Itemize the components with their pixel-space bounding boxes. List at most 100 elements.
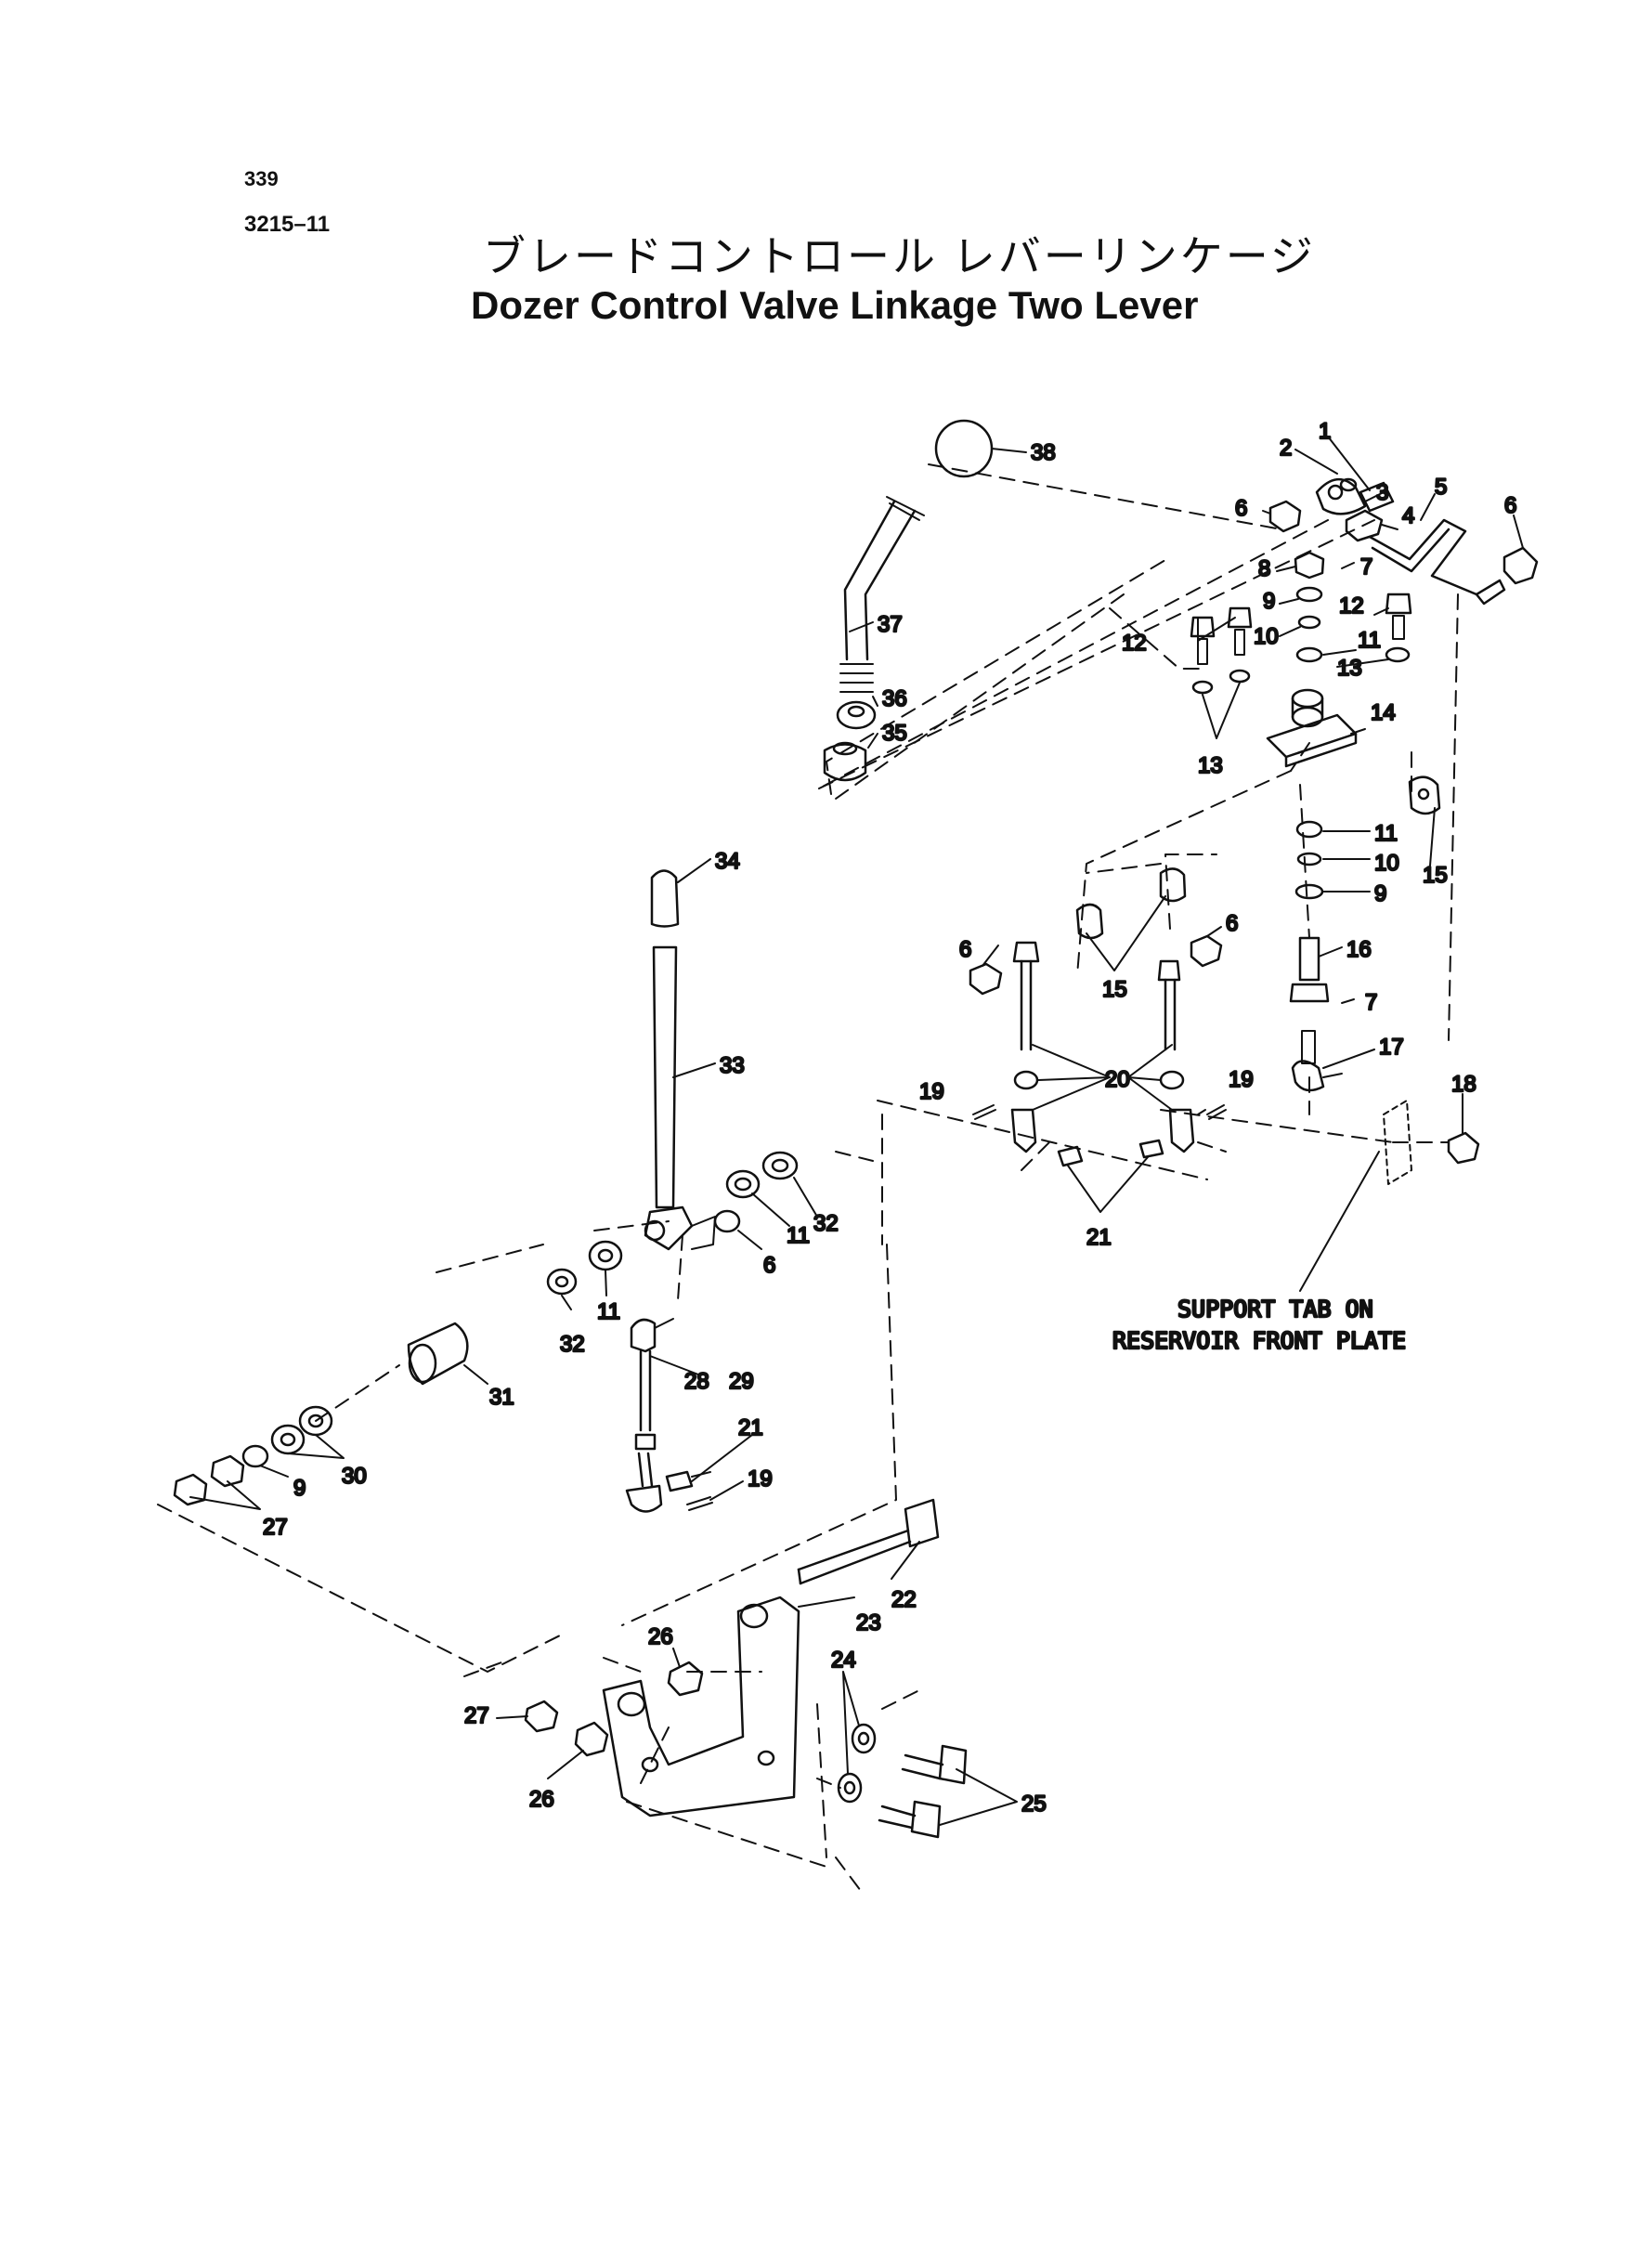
callout-9-right: 9: [1374, 881, 1386, 906]
support-tab: [1383, 1100, 1412, 1185]
callout-12-right: 12: [1339, 593, 1364, 619]
leader-lines: [189, 436, 1524, 1826]
callout-36: 36: [882, 686, 907, 711]
callout-4: 4: [1402, 503, 1414, 528]
callout-33: 33: [720, 1053, 745, 1078]
pins-21-right: [1057, 1139, 1164, 1167]
callout-25: 25: [1021, 1791, 1047, 1817]
washer-2: [1339, 477, 1358, 492]
cotter-19-right: [1206, 1104, 1227, 1120]
nut-6-mid-left: [969, 962, 1003, 996]
callout-32-upper: 32: [813, 1211, 839, 1236]
callout-20: 20: [1105, 1067, 1130, 1092]
support-tab-leader: [1299, 1151, 1380, 1292]
page-number: 339: [244, 167, 279, 190]
nut-36: [836, 700, 877, 730]
rod-5: [1368, 518, 1506, 606]
callout-26-upper: 26: [648, 1624, 673, 1649]
bolt-12-right: [1385, 593, 1412, 640]
clevis-right: [1168, 1108, 1195, 1153]
tube-31: [407, 1322, 469, 1386]
washer-9-left: [241, 1444, 269, 1468]
callout-38: 38: [1031, 440, 1056, 465]
washer-9-right: [1294, 883, 1324, 900]
callout-27-left: 27: [263, 1515, 288, 1540]
callout-11-upper: 11: [787, 1223, 810, 1248]
callout-15-right: 15: [1423, 863, 1448, 888]
washer-13-a: [1191, 680, 1214, 695]
rod-end-15-right: [1408, 775, 1441, 815]
callout-11-lower: 11: [597, 1299, 620, 1324]
callout-9-top: 9: [1263, 589, 1275, 614]
callout-22: 22: [891, 1587, 917, 1612]
callout-11-right: 11: [1374, 821, 1398, 846]
callout-19-right: 19: [1229, 1067, 1254, 1092]
nut-6-mid-right: [1190, 934, 1223, 968]
lever-33: [644, 945, 716, 1251]
assembly-guide-lines: [157, 463, 1459, 1896]
nut-8: [1294, 551, 1325, 580]
callout-12-left: 12: [1122, 631, 1147, 656]
bolt-22: [797, 1498, 940, 1585]
callout-26-lower: 26: [529, 1787, 554, 1812]
bolt-12-left: [1190, 616, 1216, 665]
callout-16: 16: [1346, 937, 1372, 962]
nut-26-upper: [667, 1661, 704, 1697]
callout-30: 30: [342, 1464, 367, 1489]
callout-6-top-right: 6: [1504, 493, 1516, 518]
pin-7-top: [1341, 562, 1355, 569]
document-number: 3215–11: [244, 212, 331, 237]
bushings-30: [270, 1405, 333, 1455]
rod-20-left: [1012, 941, 1040, 1090]
grip-34: [650, 869, 680, 928]
callout-19-left: 19: [919, 1079, 944, 1104]
washer-10-right: [1296, 852, 1322, 866]
bolt-1: [1359, 481, 1395, 513]
callout-10-top: 10: [1254, 624, 1279, 649]
note-line-2: RESERVOIR FRONT PLATE: [1112, 1327, 1406, 1354]
cotter-19-left: [972, 1104, 996, 1120]
callout-31: 31: [489, 1385, 514, 1410]
knob-38: [934, 419, 994, 478]
nut-26-lower: [574, 1721, 609, 1757]
callout-13-right: 13: [1337, 656, 1362, 681]
sleeve-35: [823, 741, 867, 782]
bracket-plate-14: [1266, 688, 1358, 768]
washer-32-upper: [761, 1151, 799, 1180]
bushing-11-upper: [725, 1169, 761, 1199]
washer-13-c: [1385, 646, 1411, 663]
washer-11-right: [1295, 820, 1323, 839]
cotter-19-left-lower: [686, 1496, 713, 1511]
nut-6-top-left: [1268, 500, 1302, 533]
callout-13-left: 13: [1198, 753, 1223, 778]
callout-8: 8: [1258, 556, 1270, 581]
callout-9-left: 9: [293, 1476, 306, 1501]
rod-20-right: [1157, 959, 1185, 1090]
callout-labels: 38 37 36 35 1 2 3 4 5 6 6 7 8 9 10 11 12…: [262, 418, 1518, 1818]
bolts-25: [878, 1744, 968, 1839]
nuts-27-left: [173, 1454, 245, 1506]
nut-18: [1447, 1131, 1480, 1165]
callout-3: 3: [1376, 480, 1388, 505]
callout-27-lower: 27: [464, 1703, 489, 1728]
callout-10-right: 10: [1374, 851, 1399, 876]
callout-28: 28: [684, 1369, 709, 1394]
callout-6-mid-left: 6: [959, 937, 971, 962]
washer-32-lower: [546, 1268, 578, 1296]
callout-6-mid-right: 6: [1226, 911, 1238, 936]
washers-24: [837, 1723, 877, 1804]
title-japanese: ブレードコントロール レバーリンケージ: [483, 232, 1316, 280]
callout-11-top: 11: [1358, 628, 1381, 653]
nut-4: [1345, 509, 1384, 542]
callout-6-lever: 6: [763, 1253, 775, 1278]
nut-6-top-right: [1502, 546, 1539, 585]
bushing-11-lower: [588, 1240, 623, 1271]
callout-19-left-lower: 19: [748, 1466, 773, 1492]
pin-7-right: [1341, 998, 1355, 1004]
rod-end-15-center: [1075, 867, 1187, 940]
callout-17: 17: [1379, 1035, 1404, 1060]
callout-18: 18: [1451, 1072, 1476, 1097]
washer-9-top: [1295, 586, 1323, 603]
clevis-left: [1010, 1108, 1037, 1153]
callout-5: 5: [1435, 475, 1447, 500]
